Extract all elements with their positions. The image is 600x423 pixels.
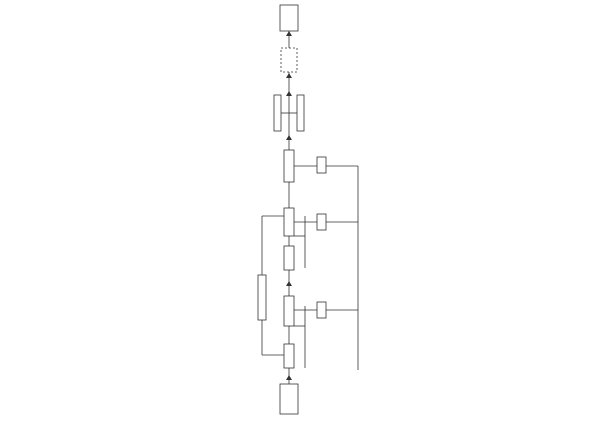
arrowhead	[286, 281, 292, 286]
arrowhead	[286, 91, 292, 96]
arrowhead	[286, 375, 292, 380]
upper-vertical-box-1	[283, 149, 295, 183]
left-input-box	[257, 274, 267, 321]
arrowhead	[286, 73, 292, 78]
top-output-box	[279, 4, 299, 32]
lower-vertical-box-2	[283, 343, 295, 369]
lower-vertical-box-1	[283, 295, 295, 327]
bottom-input-box	[279, 383, 299, 415]
twin-box-right	[296, 94, 305, 132]
side-box-3	[316, 301, 327, 319]
upper-vertical-box-2	[283, 207, 295, 237]
arrowhead	[286, 31, 292, 36]
side-box-2	[316, 213, 327, 231]
arrowhead	[286, 135, 292, 140]
side-box-1	[316, 156, 327, 174]
twin-box-left	[273, 94, 282, 132]
dashed-process-box	[280, 47, 298, 73]
upper-vertical-box-3	[283, 245, 295, 271]
